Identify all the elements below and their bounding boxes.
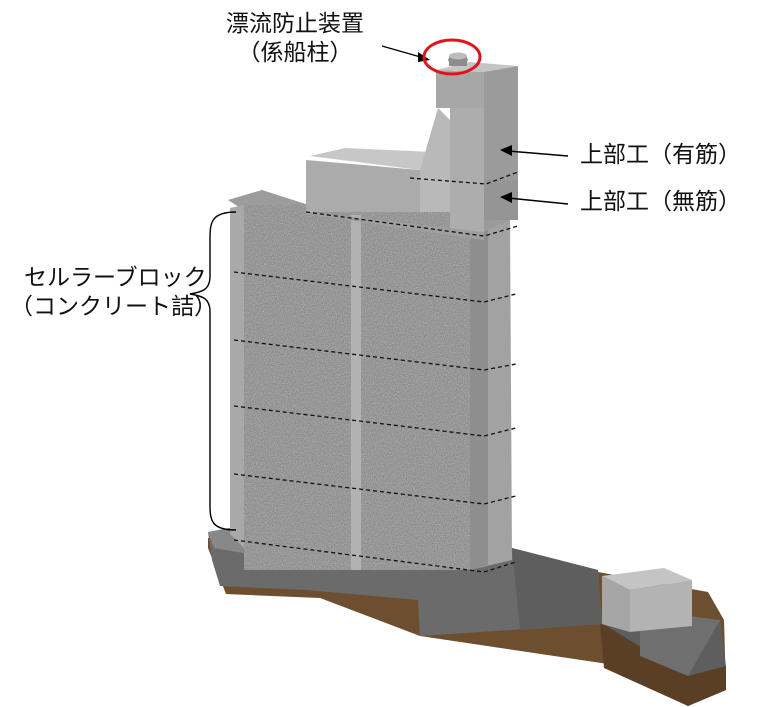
cellular-block [228, 190, 512, 570]
bollard-highlight-circle [422, 38, 482, 76]
wave-dissipating-block [602, 568, 692, 632]
block-joint-lines [233, 171, 519, 573]
cellular-block-label-line2: （コンクリート詰） [10, 293, 217, 320]
superstructure [306, 62, 518, 240]
mooring-device-label-line2: （係船柱） [237, 39, 353, 66]
cellular-block-label: セルラーブロック （コンクリート詰） [10, 264, 217, 322]
cellular-block-brace [189, 211, 237, 531]
mooring-device-label-line1: 漂流防止装置 [226, 11, 364, 37]
mooring-device-label: 漂流防止装置 （係船柱） [205, 10, 385, 68]
superstructure-reinforced-label: 上部工（有筋） [580, 142, 741, 168]
superstructure-unreinforced-label: 上部工（無筋） [580, 189, 741, 215]
cellular-block-label-line1: セルラーブロック [24, 265, 207, 291]
mooring-bollard-icon [448, 52, 468, 66]
